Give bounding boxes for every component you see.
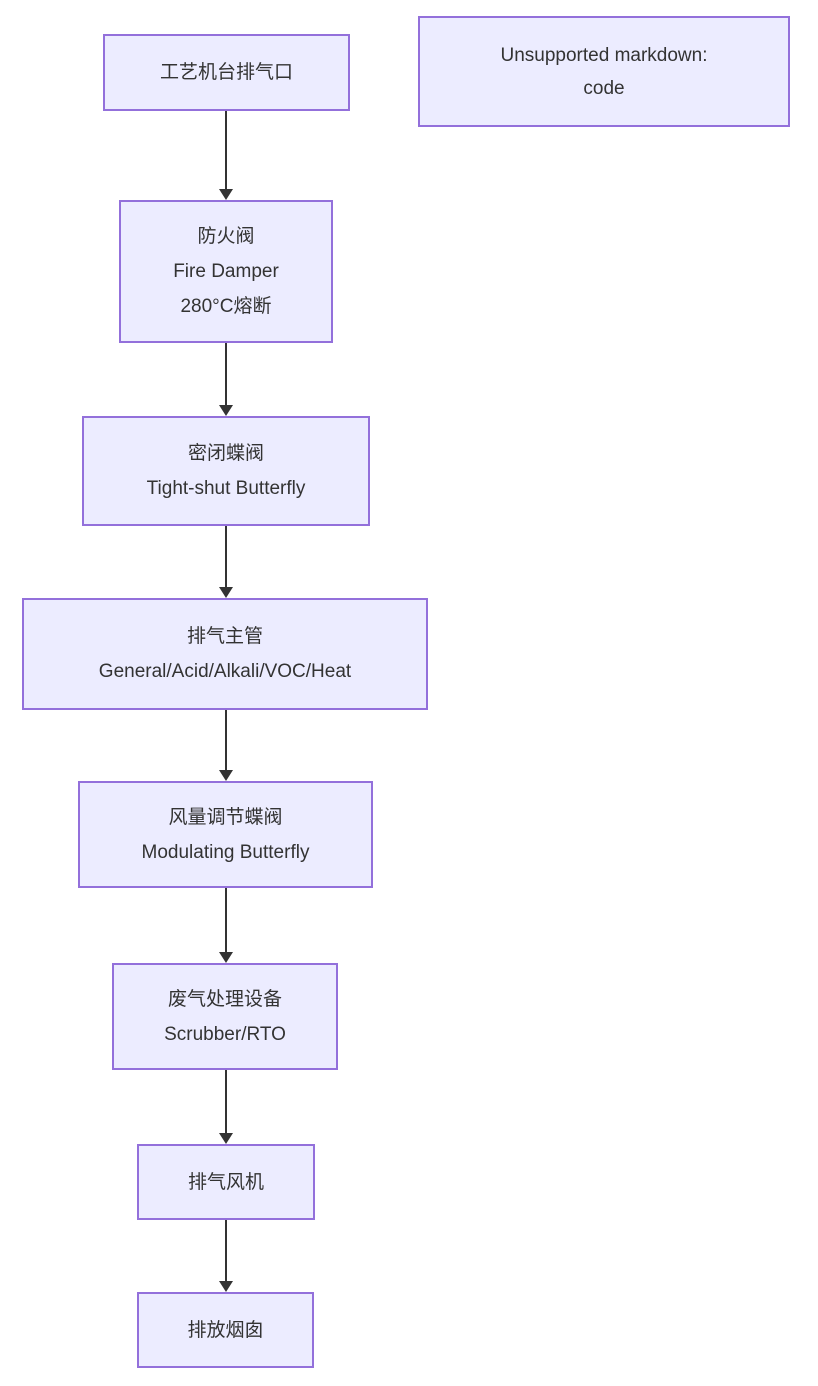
arrow-head-icon: [218, 405, 233, 416]
node-label: 工艺机台排气口: [159, 62, 293, 83]
flow-node-treatment-equipment: 废气处理设备 Scrubber/RTO: [112, 963, 338, 1070]
node-label: Scrubber/RTO: [164, 1023, 286, 1045]
node-label: 废气处理设备: [167, 988, 282, 1010]
flow-node-fire-damper: 防火阀 Fire Damper 280°C熔断: [119, 200, 333, 343]
flow-arrow-3: [217, 526, 234, 598]
node-label: General/Acid/Alkali/VOC/Heat: [98, 661, 352, 682]
flow-arrow-7: [217, 1220, 234, 1292]
node-label: 排气主管: [186, 626, 263, 647]
node-label: Modulating Butterfly: [141, 841, 310, 863]
arrow-line: [224, 526, 227, 589]
node-label: 风量调节蝶阀: [168, 806, 283, 828]
flow-node-process-exhaust-outlet: 工艺机台排气口: [103, 34, 350, 111]
flow-arrow-5: [217, 888, 234, 963]
flow-arrow-4: [217, 710, 234, 781]
node-label: 密闭蝶阀: [187, 443, 264, 464]
note-line: Unsupported markdown:: [500, 44, 708, 66]
node-label: Tight-shut Butterfly: [146, 478, 306, 499]
note-line: code: [583, 77, 625, 99]
arrow-head-icon: [218, 1281, 233, 1292]
arrow-head-icon: [218, 1133, 233, 1144]
unsupported-markdown-note: Unsupported markdown: code: [418, 16, 790, 127]
arrow-head-icon: [218, 770, 233, 781]
flow-arrow-6: [217, 1070, 234, 1144]
flow-arrow-1: [217, 111, 234, 200]
arrow-line: [224, 1070, 227, 1135]
flow-node-tight-shut-butterfly: 密闭蝶阀 Tight-shut Butterfly: [82, 416, 370, 526]
node-label: 排气风机: [187, 1171, 264, 1193]
arrow-head-icon: [218, 952, 233, 963]
flow-node-exhaust-fan: 排气风机: [137, 1144, 315, 1220]
arrow-line: [224, 111, 227, 191]
node-label: Fire Damper: [173, 261, 279, 282]
node-label: 280°C熔断: [180, 296, 272, 317]
arrow-line: [224, 710, 227, 772]
node-label: 防火阀: [197, 226, 255, 247]
flow-arrow-2: [217, 343, 234, 416]
arrow-head-icon: [218, 587, 233, 598]
arrow-head-icon: [218, 189, 233, 200]
flow-node-exhaust-main-duct: 排气主管 General/Acid/Alkali/VOC/Heat: [22, 598, 428, 710]
arrow-line: [224, 343, 227, 407]
node-label: 排放烟囱: [187, 1319, 264, 1341]
flow-node-discharge-stack: 排放烟囱: [137, 1292, 314, 1368]
arrow-line: [224, 1220, 227, 1283]
arrow-line: [224, 888, 227, 954]
flow-node-modulating-butterfly: 风量调节蝶阀 Modulating Butterfly: [78, 781, 373, 888]
